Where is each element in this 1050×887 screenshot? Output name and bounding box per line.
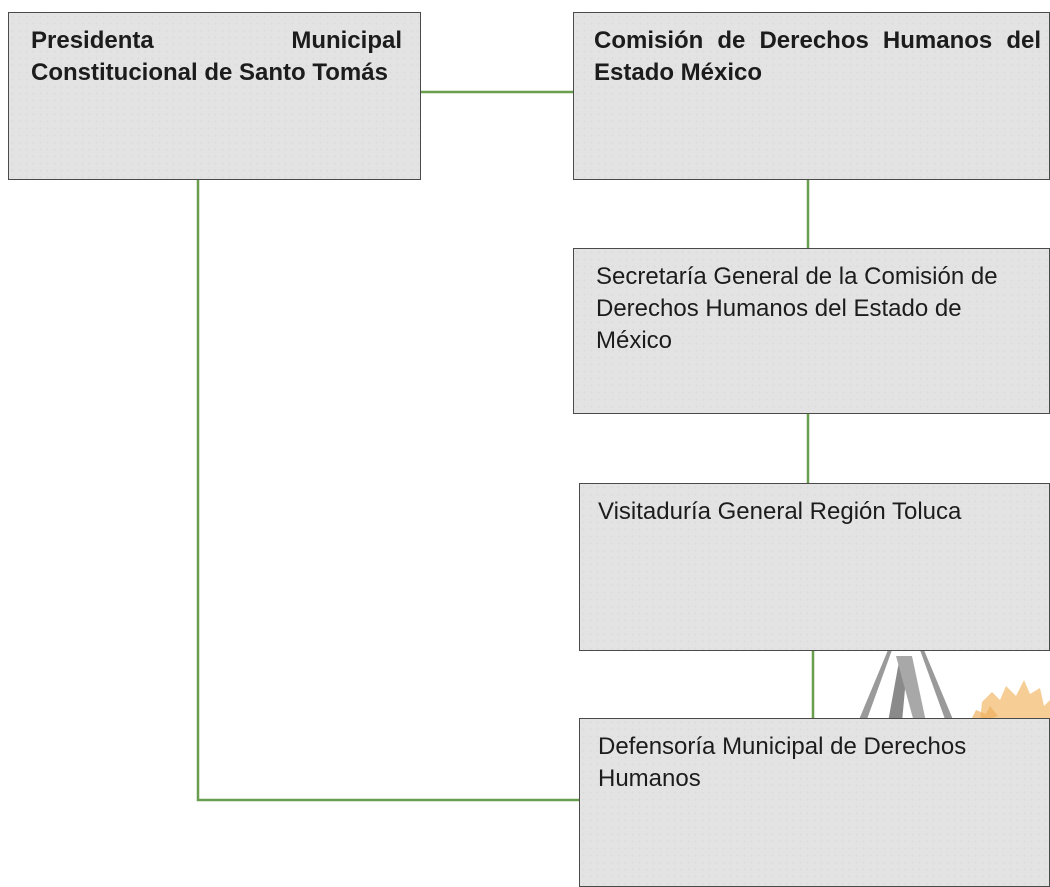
connector-presidenta-defensoria	[196, 180, 579, 802]
box-comision-label: Comisión de Derechos Humanos del Estado …	[594, 27, 1041, 86]
box-presidenta-label: Presidenta Municipal Constitucional de S…	[31, 27, 402, 86]
box-presidenta-municipal: Presidenta Municipal Constitucional de S…	[8, 12, 421, 180]
box-defensoria-municipal: Defensoría Municipal de Derechos Humanos	[579, 718, 1050, 887]
box-defensoria-label: Defensoría Municipal de Derechos Humanos	[598, 733, 967, 792]
box-secretaria-label: Secretaría General de la Comisión de Der…	[596, 263, 998, 354]
background-illustration	[858, 650, 1050, 722]
box-comision-derechos-humanos: Comisión de Derechos Humanos del Estado …	[573, 12, 1050, 180]
box-secretaria-general: Secretaría General de la Comisión de Der…	[573, 248, 1050, 414]
box-visitaduria-label: Visitaduría General Región Toluca	[598, 498, 962, 525]
box-visitaduria-general: Visitaduría General Región Toluca	[579, 483, 1050, 651]
